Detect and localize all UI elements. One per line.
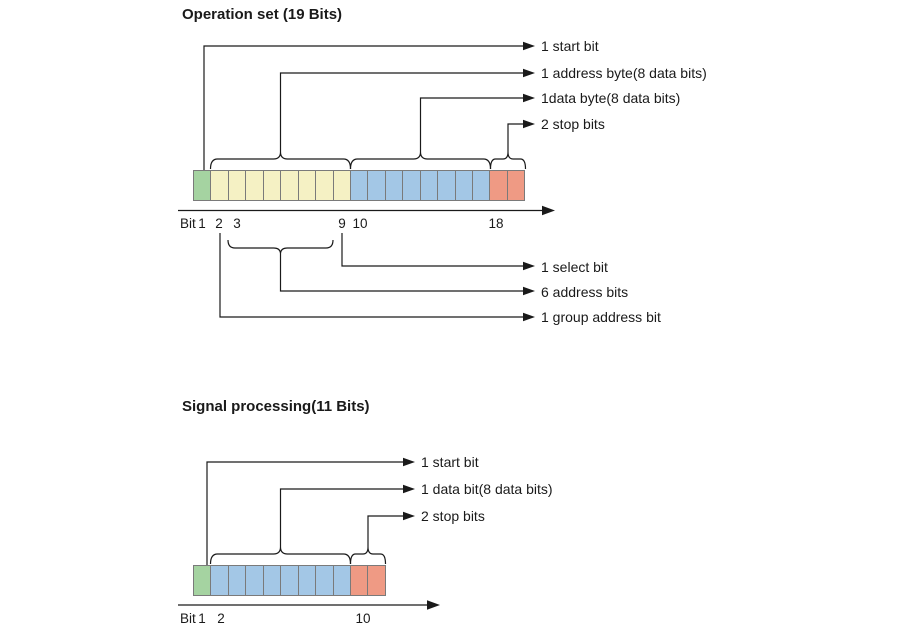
data-byte-bit-cell [402,170,421,201]
signal-axis-tick-2: 2 [217,611,225,626]
stop-bit-cell [506,170,526,201]
data-bit-cell [262,565,282,596]
operation-axis-tick-1: 1 [198,216,206,231]
operation-set-bit-cells [193,170,526,201]
operation-axis-tick-18: 18 [488,216,504,231]
data-bit-cell [280,565,299,596]
data-byte-callout-line [419,97,523,152]
select-bit-callout-line [341,233,523,267]
stop-bit-cell [367,565,386,596]
address-byte-bit-cell [332,170,351,201]
callout-stop-bits: 2 stop bits [541,116,605,132]
arrowhead-icon [523,286,535,296]
data-bit-cell [315,565,334,596]
address-bits-brace [227,239,334,255]
address-byte-bit-cell [315,170,334,201]
data-bit-cell [210,565,229,596]
arrowheads [403,41,555,610]
signal-axis-tick-10: 10 [355,611,371,626]
data-byte-bit-cell [437,170,456,201]
callout-address-byte: 1 address byte(8 data bits) [541,65,707,81]
signal-axis-tick-1: 1 [198,611,206,626]
operation-axis-tick-9: 9 [338,216,346,231]
arrowhead-icon [523,261,535,271]
arrowhead-icon [427,600,440,610]
callout-data-bits: 1 data bit(8 data bits) [421,481,553,497]
signal-processing-connectors [178,461,427,606]
stop-bits-brace [489,151,527,170]
callout-start-bit: 1 start bit [421,454,479,470]
callout-select-bit: 1 select bit [541,259,608,275]
arrowhead-icon [523,68,535,78]
data-byte-bit-cell [472,170,491,201]
address-byte-bit-cell [227,170,247,201]
arrowhead-icon [403,511,415,521]
operation-set-connectors [178,45,542,318]
address-byte-bit-cell [280,170,299,201]
stop-bits-brace [349,546,387,565]
address-byte-bit-cell [210,170,229,201]
signal-processing-title: Signal processing(11 Bits) [182,398,370,415]
data-bit-cell [297,565,317,596]
address-byte-bit-cell [262,170,282,201]
data-byte-bit-cell [349,170,369,201]
callout-stop-bits: 2 stop bits [421,508,485,524]
signal-axis-bit-label: Bit [180,611,196,626]
stop-bits-callout-line [367,515,403,547]
data-byte-bit-cell [419,170,439,201]
arrowhead-icon [523,93,535,103]
operation-axis-tick-10: 10 [352,216,368,231]
address-byte-bit-cell [297,170,317,201]
data-byte-bit-cell [454,170,473,201]
data-byte-bit-cell [384,170,404,201]
arrowhead-icon [403,484,415,494]
callout-group-address-bit: 1 group address bit [541,309,661,325]
operation-set-title: Operation set (19 Bits) [182,6,343,23]
data-bit-cell [332,565,351,596]
data-byte-bit-cell [367,170,386,201]
arrowhead-icon [403,457,415,467]
signal-processing-bit-cells [193,565,386,596]
start-bit-callout-line [206,461,403,565]
operation-axis-tick-2: 2 [215,216,223,231]
data-byte-brace [349,151,492,170]
start-bit-cell [193,565,212,596]
address-byte-bit-cell [245,170,264,201]
operation-axis-tick-3: 3 [233,216,241,231]
arrowhead-icon [523,41,535,51]
start-bit-callout-line [203,45,523,170]
callout-start-bit: 1 start bit [541,38,599,54]
data-bit-cell [245,565,264,596]
stop-bit-cell [349,565,369,596]
start-bit-cell [193,170,212,201]
address-bits-callout-line [279,254,523,292]
stop-bit-cell [489,170,508,201]
operation-axis-bit-label: Bit [180,216,196,231]
callout-data-byte: 1data byte(8 data bits) [541,90,681,106]
arrowhead-icon [523,119,535,129]
data-bit-cell [227,565,247,596]
arrowhead-icon [542,205,555,216]
address-byte-callout-line [279,72,523,152]
data-bits-brace [209,546,352,565]
arrowhead-icon [523,312,535,322]
callout-address-bits: 6 address bits [541,284,629,300]
data-bits-callout-line [279,488,403,547]
stop-bits-callout-line [507,123,523,152]
address-byte-brace [209,151,352,170]
group-address-callout-line [219,233,523,318]
